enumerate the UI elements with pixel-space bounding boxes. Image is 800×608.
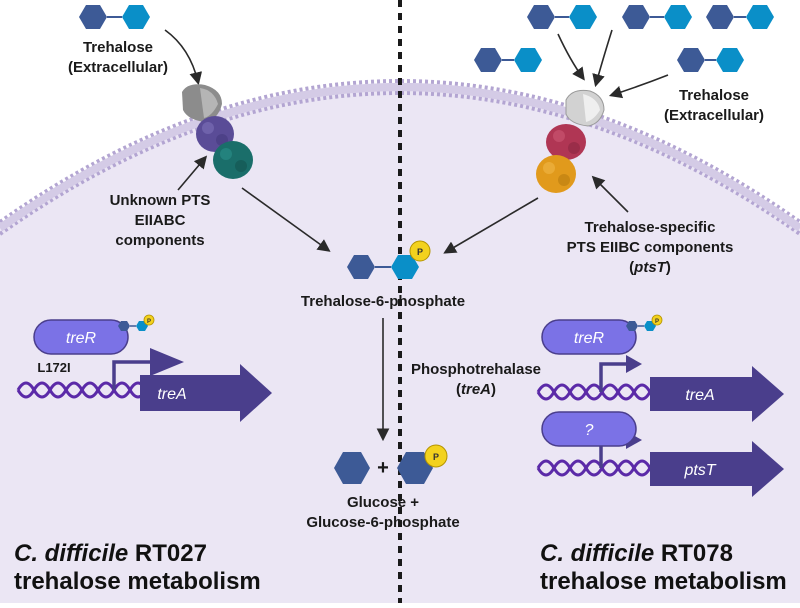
trehalose-molecule-icon <box>474 48 542 72</box>
trehalose-ext-right-line2: (Extracellular) <box>664 107 764 124</box>
gene-label-treR-left: treR <box>66 330 97 347</box>
specific-pts-line2: PTS EIIBC components <box>567 239 734 256</box>
mutation-label: L172I <box>37 360 70 375</box>
gene-label-ptsT: ptsT <box>683 462 716 479</box>
unknown-regulator-label: ? <box>585 422 594 439</box>
pts-transporter-icon <box>182 84 253 179</box>
title-left-line2: trehalose metabolism <box>14 568 261 595</box>
arrow-trehalose-to-unknown-pts <box>164 29 203 86</box>
t6p-label: Trehalose-6-phosphate <box>301 293 465 310</box>
regulator-box-unknown <box>541 411 637 447</box>
trehalose-molecule-icon <box>527 5 597 29</box>
unknown-pts-line2: EIIABC <box>135 212 186 229</box>
regulator-box-treR-right <box>541 319 637 355</box>
cell-membrane-inner <box>0 91 800 236</box>
glucose-6-phosphate-icon <box>397 452 433 484</box>
bound-t6p-icon: P <box>118 314 155 331</box>
trehalose-ext-right-line1: Trehalose <box>679 87 749 104</box>
arrow-unknown-pts-to-t6p <box>241 187 331 252</box>
phosphate-icon: P <box>424 444 448 468</box>
arrow-label-to-ptst <box>591 175 629 213</box>
trehalose-molecule-icon <box>79 5 150 29</box>
specific-pts-line1: Trehalose-specific <box>585 219 716 236</box>
title-right-line2: trehalose metabolism <box>540 568 787 595</box>
arrow-trehalose-to-ptst-1 <box>557 33 585 81</box>
dna-helix-icon <box>16 381 148 399</box>
phosphotrehalase-line1: Phosphotrehalase <box>411 361 541 378</box>
phosphate-icon: P <box>409 240 431 262</box>
arrow-ptst-to-t6p <box>443 197 539 254</box>
trehalose-molecule-icon <box>706 5 774 29</box>
svg-text:P: P <box>655 319 659 325</box>
regulator-box-treR-left <box>33 319 129 355</box>
glucose-icon <box>334 452 370 484</box>
phosphotrehalase-line2: (treA) <box>456 381 496 398</box>
cell-membrane-core <box>0 83 800 232</box>
gene-arrow-icon <box>650 441 784 497</box>
promoter-arrow-icon <box>112 348 184 390</box>
plus-sign: + <box>377 457 389 479</box>
gene-arrow-icon <box>140 364 272 422</box>
gene-label-treA-left: treA <box>157 386 186 403</box>
trehalose-molecule-icon <box>677 48 744 72</box>
trehalose-6-phosphate-icon <box>347 255 419 279</box>
specific-pts-line3: (ptsT) <box>629 259 671 276</box>
arrow-trehalose-to-ptst-3 <box>608 74 669 99</box>
glucose-line2: Glucose-6-phosphate <box>306 514 459 531</box>
title-left-line1: C. difficile RT027 <box>14 540 207 567</box>
unknown-pts-line3: components <box>115 232 204 249</box>
cell-membrane-outer <box>0 79 800 224</box>
trehalose-ext-left-line2: (Extracellular) <box>68 59 168 76</box>
gene-arrow-icon <box>650 366 784 422</box>
trehalose-molecule-icon <box>622 5 692 29</box>
svg-text:P: P <box>147 319 151 325</box>
glucose-line1: Glucose + <box>347 494 419 511</box>
arrow-trehalose-to-ptst-2 <box>592 29 613 88</box>
svg-text:P: P <box>417 247 423 257</box>
arrow-label-to-unknown-pts <box>177 155 208 191</box>
trehalose-ext-left-line1: Trehalose <box>83 39 153 56</box>
pts-transporter-icon <box>536 89 605 193</box>
gene-label-treR-right: treR <box>574 330 605 347</box>
promoter-arrow-icon <box>599 355 642 392</box>
bound-t6p-icon: P <box>626 314 663 331</box>
unknown-pts-line1: Unknown PTS <box>110 192 211 209</box>
title-right-line1: C. difficile RT078 <box>540 540 733 567</box>
svg-text:P: P <box>433 452 439 462</box>
gene-label-treA-right: treA <box>685 387 714 404</box>
